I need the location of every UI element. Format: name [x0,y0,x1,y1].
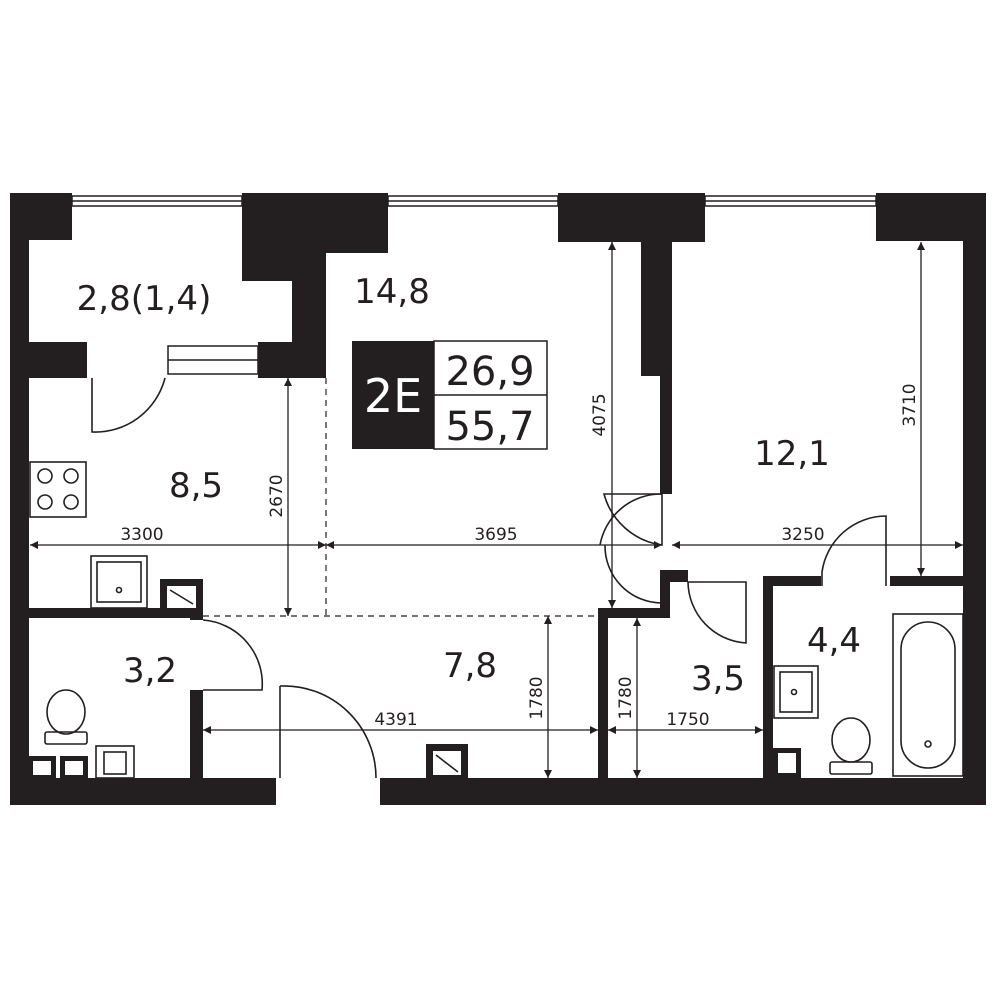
dim-label: 3250 [781,525,824,545]
bath-sink-icon [95,745,135,779]
bathtub-icon [892,613,964,777]
balcony-area: 2,8(1,4) [77,279,212,319]
dim-label: 1750 [666,710,709,730]
dim-label: 2670 [267,474,287,517]
closet-door [687,581,747,644]
room-left-door-arc [599,493,663,546]
bathroom-door [821,515,887,586]
closet-left-wall [598,608,608,778]
vent-shaft-icon [160,579,203,615]
windows [71,195,877,207]
bathroom-area: 4,4 [807,621,861,661]
zone-lines [203,378,598,617]
dim-label: 3695 [474,525,517,545]
dim-label: 3710 [900,383,920,426]
badge-total-area: 55,7 [445,404,534,450]
hall-area: 7,8 [443,646,497,686]
outer-walls [10,193,986,805]
balcony-door [91,377,166,433]
top-pillar-right [558,193,705,242]
bottom-wall-right [380,778,986,805]
dim-label: 3300 [120,525,163,545]
doors [91,377,887,779]
stove-icon [29,461,87,518]
dim-label: 1780 [527,676,547,719]
dim-label: 1780 [616,676,636,719]
bathroom-top-wall-right [890,576,970,586]
dimension-labels: 3300 2670 3695 4075 3250 3710 4391 1780 … [120,383,920,730]
kitchen-sink-icon [90,555,148,609]
badge-code: 2E [364,369,422,423]
room-labels: 2,8(1,4) 14,8 8,5 12,1 3,2 7,8 3,5 4,4 [77,272,861,699]
dimension-lines [30,242,963,778]
small-bath-door [202,619,264,691]
closet-area: 3,5 [691,659,745,699]
hall-vent-icon [426,744,468,780]
left-wall [10,193,29,805]
dim-label: 4391 [374,710,417,730]
dim-label: 4075 [590,393,610,436]
closet-top-post [660,580,670,618]
room-right-area: 12,1 [754,434,830,474]
fixtures [28,461,964,780]
room-left-area: 14,8 [354,272,430,312]
balcony-bottom-wall-left [29,342,87,378]
room-divider-main [660,242,672,494]
bathroom-shaft-icon [773,748,801,778]
bathroom-sink-icon [773,665,819,719]
shaft-icon-small [28,756,88,780]
room-divider-top [641,242,660,376]
kitchen-area: 8,5 [169,466,223,506]
top-left-block [10,193,72,240]
room-divider-lower [660,570,688,582]
bathroom-toilet-icon [829,717,873,775]
room-left-door [602,493,663,546]
closet-top-wall-left [598,608,668,618]
right-wall [963,193,986,805]
inner-walls [29,242,970,778]
toilet-icon [44,689,88,745]
badge-code-box [352,341,434,449]
small-bath-side-wall [190,690,203,778]
entrance-door [279,685,377,779]
small-bath-area: 3,2 [123,651,177,691]
bathroom-left-wall [763,576,773,778]
badge-living-area: 26,9 [445,349,534,395]
apartment-badge: 2E 26,9 55,7 [352,340,548,450]
room-door-arc-2 [604,544,663,604]
kitchen-bath-wall [29,608,201,618]
balcony-bottom-wall-right [258,342,326,378]
bathroom-top-wall-left [763,576,821,586]
bottom-wall-left [24,778,276,805]
